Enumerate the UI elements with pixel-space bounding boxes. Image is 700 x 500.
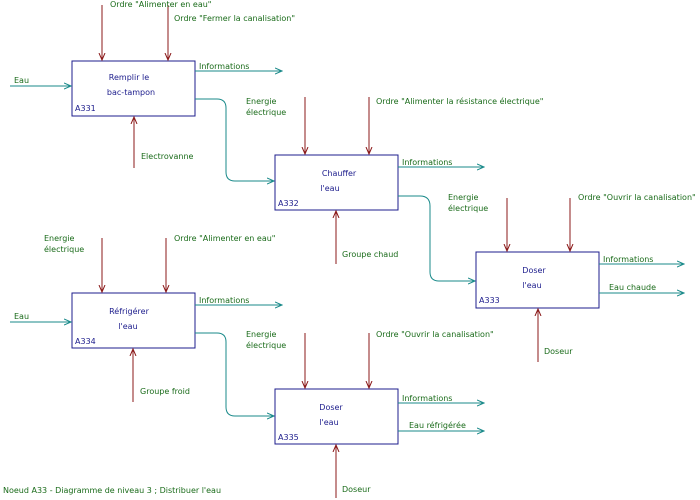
activity-box-a332[interactable]: [274, 154, 399, 211]
mechanism-label-a331: Electrovanne: [141, 152, 194, 161]
output-label-a333-info: Informations: [603, 255, 653, 264]
activity-box-a333[interactable]: [475, 251, 600, 309]
control-label-a331-1: Ordre "Alimenter en eau": [110, 0, 211, 9]
input-label-a334: Eau: [14, 312, 29, 321]
activity-a332[interactable]: Chauffer l'eau A332: [274, 154, 399, 211]
control-label-a333-2: Ordre "Ouvrir la canalisation": [578, 193, 696, 202]
activity-code-a332: A332: [278, 199, 299, 208]
connector-a334-a335: [195, 332, 274, 416]
activity-box-a331[interactable]: [71, 60, 196, 117]
activity-a335[interactable]: Doser l'eau A335: [274, 388, 399, 445]
activity-title-a331-line2: bac-tampon: [107, 88, 155, 97]
mechanism-label-a334: Groupe froid: [140, 387, 190, 396]
control-label-a334-2: Ordre "Alimenter en eau": [174, 234, 275, 243]
output-label-a334-info: Informations: [199, 296, 249, 305]
activity-title-a334-line1: Réfrigérer: [109, 306, 149, 316]
control-label-a334-1-line1: Energie: [44, 234, 74, 243]
input-label-a331: Eau: [14, 76, 29, 85]
activity-code-a334: A334: [75, 337, 96, 346]
activity-box-a335[interactable]: [274, 388, 399, 445]
output-label-a335-water: Eau réfrigérée: [409, 420, 466, 430]
output-label-a333-water: Eau chaude: [609, 283, 656, 292]
activity-title-a333-line2: l'eau: [522, 281, 541, 290]
activity-title-a335-line1: Doser: [319, 403, 343, 412]
mechanism-label-a332: Groupe chaud: [342, 250, 398, 259]
activity-code-a333: A333: [479, 296, 500, 305]
activity-a333[interactable]: Doser l'eau A333: [475, 251, 600, 309]
control-label-a335-2: Ordre "Ouvrir la canalisation": [376, 330, 494, 339]
diagram-caption: Noeud A33 - Diagramme de niveau 3 ; Dist…: [3, 486, 221, 495]
activity-box-a334[interactable]: [71, 292, 196, 349]
activity-title-a332-line1: Chauffer: [322, 169, 357, 178]
output-label-a332-info: Informations: [402, 158, 452, 167]
activity-code-a331: A331: [75, 104, 96, 113]
control-label-a332-1-line1: Energie: [246, 97, 276, 106]
activity-title-a334-line2: l'eau: [118, 322, 137, 331]
control-label-a333-1-line1: Energie: [448, 193, 478, 202]
activity-code-a335: A335: [278, 433, 299, 442]
control-label-a334-1-line2: électrique: [44, 244, 84, 254]
control-label-a333-1-line2: électrique: [448, 203, 488, 213]
activity-title-a333-line1: Doser: [522, 266, 546, 275]
activity-title-a335-line2: l'eau: [319, 418, 338, 427]
activity-a334[interactable]: Réfrigérer l'eau A334: [71, 292, 196, 349]
connector-a331-a332: [195, 98, 274, 181]
activity-title-a331-line1: Remplir le: [109, 73, 149, 82]
output-label-a335-info: Informations: [402, 394, 452, 403]
control-label-a332-1-line2: électrique: [246, 107, 286, 117]
mechanism-label-a335: Doseur: [342, 485, 371, 494]
output-label-a331-info: Informations: [199, 62, 249, 71]
control-label-a331-2: Ordre "Fermer la canalisation": [174, 14, 295, 23]
control-label-a335-1-line1: Energie: [246, 330, 276, 339]
connector-a332-a333: [398, 195, 475, 281]
control-label-a332-2: Ordre "Alimenter la résistance électriqu…: [376, 96, 543, 106]
activity-a331[interactable]: Remplir le bac-tampon A331: [71, 60, 196, 117]
mechanism-label-a333: Doseur: [544, 347, 573, 356]
activity-title-a332-line2: l'eau: [320, 184, 339, 193]
control-label-a335-1-line2: électrique: [246, 340, 286, 350]
